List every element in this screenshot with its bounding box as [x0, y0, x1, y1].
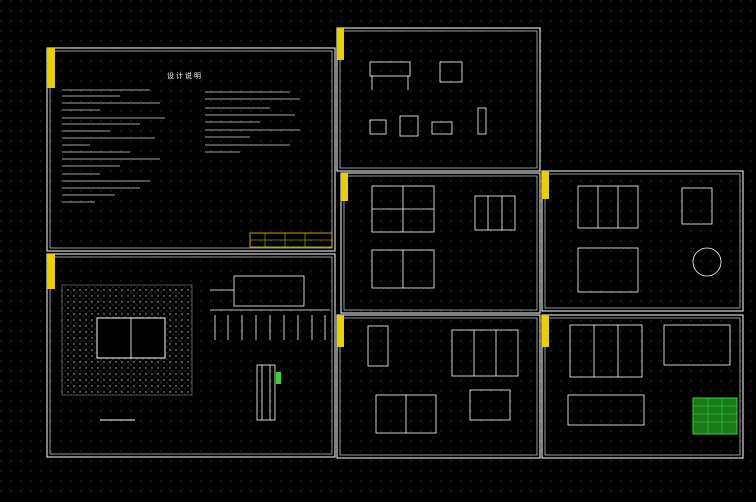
selection-grid-lines — [693, 398, 737, 434]
sheet-binding-strip — [542, 171, 549, 199]
sheet-detail-sheet[interactable] — [336, 27, 541, 172]
sheet-binding-strip — [337, 315, 344, 347]
sheet-elevations[interactable] — [541, 170, 744, 312]
foundation-elevation — [210, 275, 330, 421]
sheet-binding-strip — [542, 315, 549, 347]
detail-drawings — [369, 61, 487, 137]
title-block — [249, 232, 333, 248]
plan-drawings — [371, 185, 516, 289]
sheet-foundation-sheet[interactable] — [541, 314, 744, 459]
elevation-drawings — [577, 185, 722, 293]
foundation-drawings — [567, 324, 731, 426]
sheet-binding-strip — [47, 254, 55, 289]
sheet-section-sheet[interactable] — [336, 314, 541, 459]
section-drawings — [367, 325, 519, 434]
sheet-binding-strip — [341, 173, 348, 201]
sheet-binding-strip — [47, 48, 55, 88]
sheet-general-notes[interactable]: 设计说明 — [46, 47, 336, 252]
sheet-binding-strip — [337, 28, 344, 60]
highlighted-selection[interactable] — [692, 397, 738, 435]
sheet-site-plan[interactable] — [46, 253, 336, 458]
selection-marker — [276, 372, 281, 384]
sheet-title: 设计说明 — [167, 71, 203, 80]
sheet-floor-plans[interactable] — [340, 172, 541, 314]
notes-text-lines — [62, 89, 300, 203]
